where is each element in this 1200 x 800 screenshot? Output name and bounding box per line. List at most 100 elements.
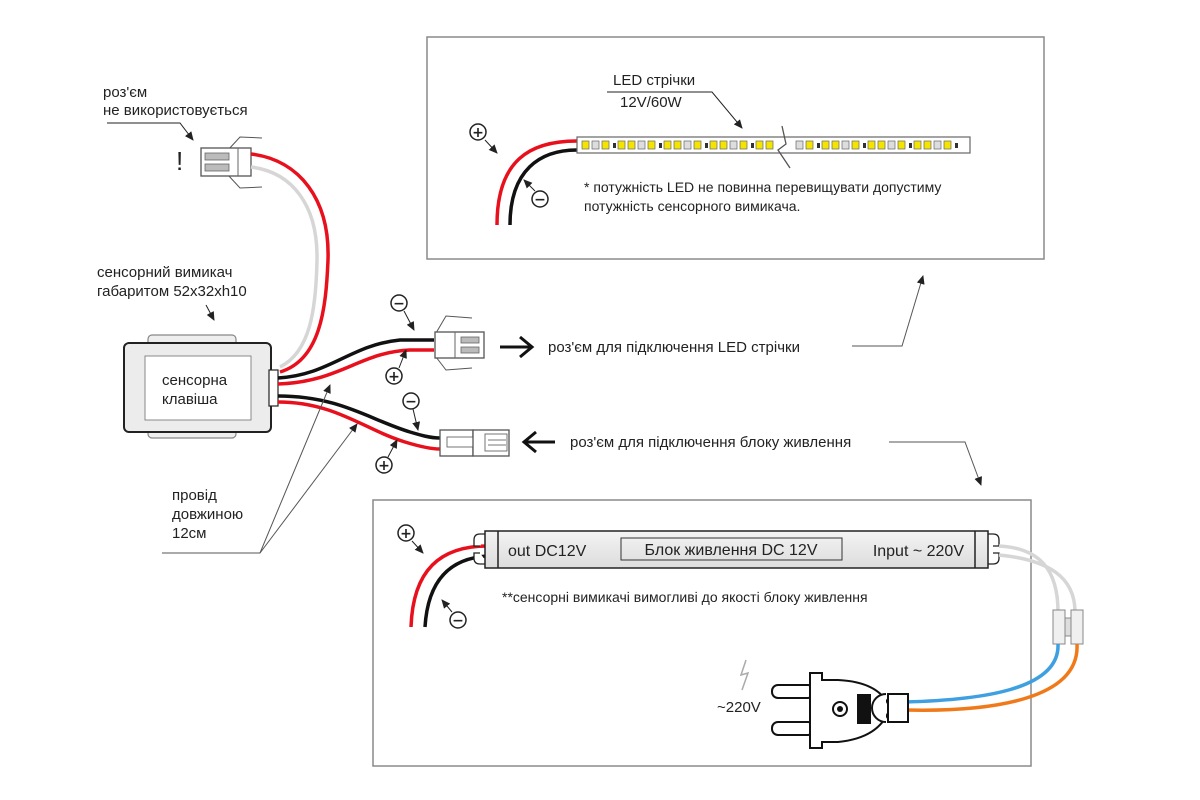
- led-chip: [581, 140, 590, 150]
- psu-quality-note: **сенсорні вимикачі вимогливі до якості …: [502, 589, 868, 605]
- minus-marker: −: [531, 190, 549, 208]
- psu-out-wire-red: [409, 544, 489, 628]
- led-resistor: [909, 143, 912, 148]
- led-chip: [913, 140, 922, 150]
- psu-in-wire-black: [277, 394, 441, 440]
- power-plug: [771, 672, 909, 749]
- minus-pointer: [523, 179, 536, 192]
- led-chip: [831, 140, 840, 150]
- led-out-plus-marker: +: [385, 367, 403, 385]
- led-resistor: [817, 143, 820, 148]
- touch-switch: сенсорна клавіша: [123, 334, 279, 439]
- power-supply-unit: out DC12V Блок живлення DC 12V Input ~ 2…: [473, 530, 1000, 569]
- led-chip: [663, 140, 672, 150]
- led-strip-title: LED стрічки: [613, 72, 695, 89]
- led-strip: [576, 136, 971, 154]
- led-chip: [709, 140, 718, 150]
- wire-length-label-1: провід: [172, 487, 217, 504]
- led-chip: [647, 140, 656, 150]
- lightning-icon: [739, 659, 750, 691]
- led-chip: [867, 140, 876, 150]
- wire-length-label-2: довжиною: [172, 506, 243, 523]
- led-chip: [887, 140, 896, 150]
- led-wire-red: [495, 139, 578, 226]
- led-chip: [851, 140, 860, 150]
- led-label-pointer: [607, 91, 743, 129]
- led-chip: [795, 140, 804, 150]
- led-resistor: [955, 143, 958, 148]
- led-chip: [739, 140, 748, 150]
- svg-text:−: −: [405, 394, 417, 410]
- touch-key-label-2: клавіша: [162, 391, 218, 408]
- warning-exclamation: !: [176, 146, 183, 176]
- arrow-right-icon: [500, 335, 535, 359]
- loop-wire-red: [250, 152, 330, 374]
- loop-wire-white: [250, 165, 319, 369]
- psu-connector: [439, 429, 510, 457]
- led-chip: [627, 140, 636, 150]
- led-connector-pointer: [852, 275, 925, 347]
- led-chip: [719, 140, 728, 150]
- psu-out-label: out DC12V: [508, 543, 587, 560]
- mains-wire-orange: [904, 643, 1079, 712]
- led-power-note-2: потужність сенсорного вимикача.: [584, 198, 800, 214]
- led-chip: [933, 140, 942, 150]
- led-resistor: [613, 143, 616, 148]
- led-strip-connector: [434, 315, 485, 371]
- psu-in-minus-marker: −: [402, 392, 420, 410]
- led-out-wire-black: [277, 338, 434, 380]
- led-chip: [637, 140, 646, 150]
- svg-text:+: +: [400, 526, 412, 542]
- psu-in-plus-marker: +: [375, 456, 393, 474]
- unused-connector-label-2: не використовується: [103, 102, 248, 119]
- svg-text:−: −: [534, 192, 546, 208]
- strip-break-mark: [777, 125, 791, 169]
- led-resistor: [863, 143, 866, 148]
- led-strip-panel: LED стрічки 12V/60W + − * потужність LED…: [426, 36, 1045, 260]
- svg-text:+: +: [472, 125, 484, 141]
- led-connector-label: роз'єм для підключення LED стрічки: [548, 339, 800, 356]
- svg-text:+: +: [388, 369, 400, 385]
- wire-length-label-3: 12см: [172, 525, 207, 542]
- psu-connector-pointer: [889, 441, 982, 486]
- led-out-wire-red: [277, 348, 434, 386]
- psu-connector-label: роз'єм для підключення блоку живлення: [570, 434, 851, 451]
- psu-in-wire-white-2: [998, 553, 1077, 613]
- terminal-block: [1052, 609, 1084, 645]
- plus-pointer: [484, 139, 498, 154]
- switch-pointer: [205, 304, 215, 321]
- plus-marker: +: [469, 123, 487, 141]
- switch-label-2: габаритом 52x32xh10: [97, 283, 247, 300]
- led-chip: [943, 140, 952, 150]
- led-chip: [683, 140, 692, 150]
- led-resistor: [705, 143, 708, 148]
- led-chip: [765, 140, 774, 150]
- led-strip-spec: 12V/60W: [620, 94, 683, 111]
- arrow-left-icon: [521, 430, 555, 454]
- led-chip: [897, 140, 906, 150]
- led-chip: [923, 140, 932, 150]
- svg-text:−: −: [452, 613, 464, 629]
- svg-text:+: +: [378, 458, 390, 474]
- switch-label-1: сенсорний вимикач: [97, 264, 232, 281]
- unused-connector-label-1: роз'єм: [103, 84, 147, 101]
- psu-plus-marker: +: [397, 524, 415, 542]
- led-chip: [591, 140, 600, 150]
- unused-connector: [200, 136, 263, 189]
- led-chip: [821, 140, 830, 150]
- touch-key-label-1: сенсорна: [162, 372, 228, 389]
- led-chip: [673, 140, 682, 150]
- led-chip: [693, 140, 702, 150]
- led-chip: [617, 140, 626, 150]
- psu-title: Блок живлення DC 12V: [645, 542, 818, 559]
- power-supply-panel: out DC12V Блок живлення DC 12V Input ~ 2…: [372, 499, 1084, 767]
- led-resistor: [659, 143, 662, 148]
- led-chip: [805, 140, 814, 150]
- svg-text:−: −: [393, 296, 405, 312]
- psu-in-wire-red: [277, 400, 441, 451]
- led-power-note-1: * потужність LED не повинна перевищувати…: [584, 179, 941, 195]
- wire-length-pointer-2: [259, 423, 358, 554]
- mains-voltage-label: ~220V: [717, 699, 761, 716]
- psu-input-label: Input ~ 220V: [873, 543, 965, 560]
